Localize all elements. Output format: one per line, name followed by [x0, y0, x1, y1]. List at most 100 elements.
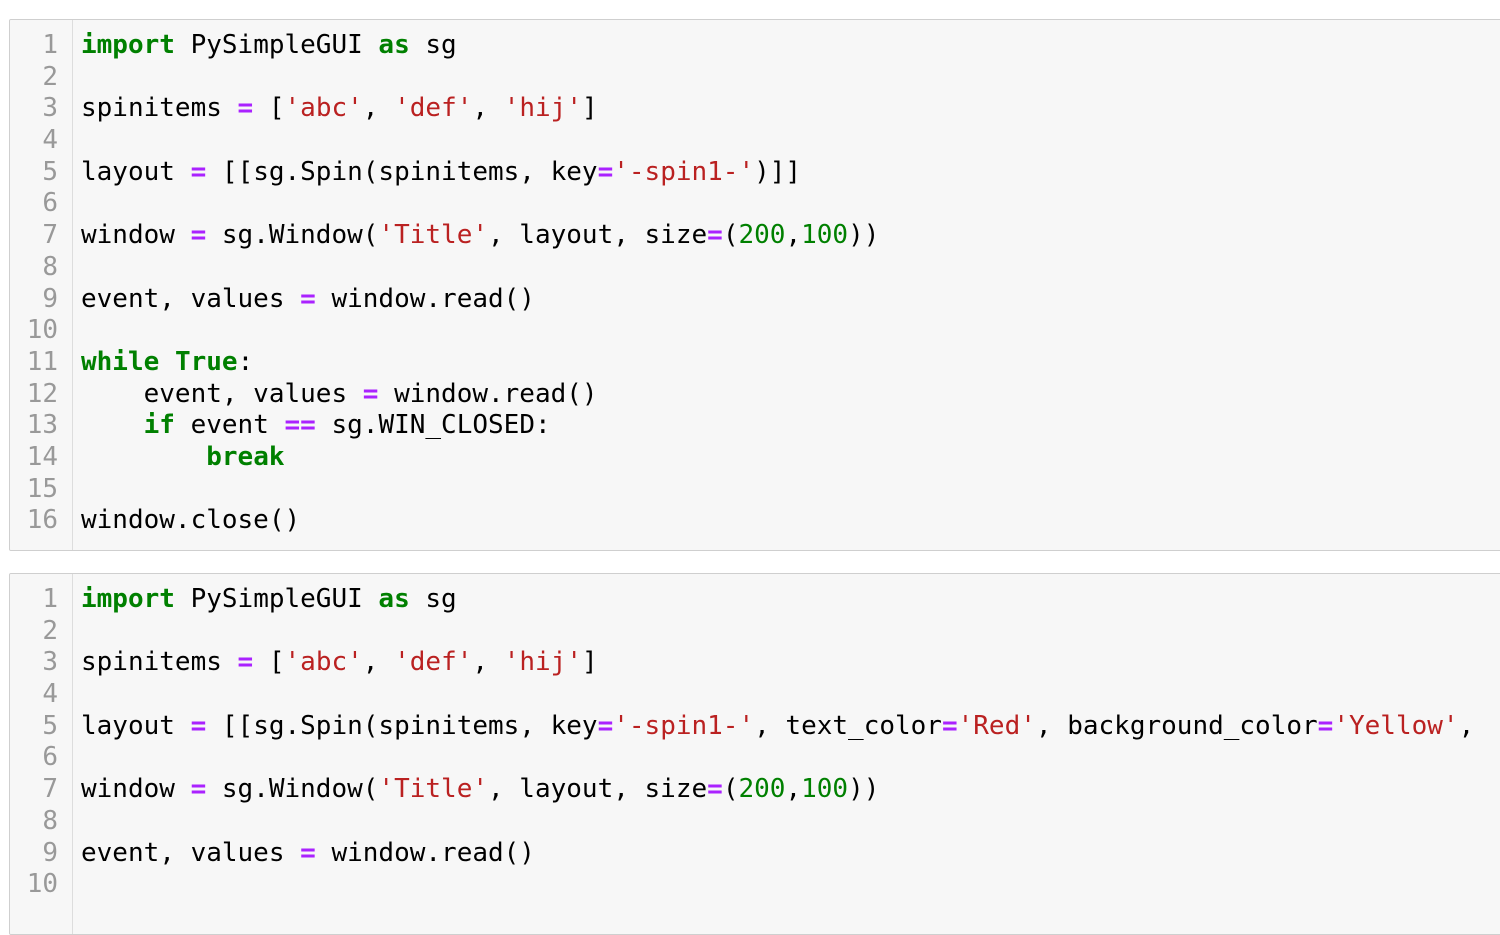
code-line[interactable]: 2	[10, 616, 1500, 648]
code-text[interactable]: event, values = window.read()	[81, 838, 535, 870]
keyword-token: import	[81, 30, 175, 60]
code-text[interactable]: import PySimpleGUI as sg	[81, 584, 457, 616]
code-token: ,	[1458, 710, 1490, 741]
code-text[interactable]: break	[81, 441, 285, 474]
code-text[interactable]: layout = [[sg.Spin(spinitems, key='-spin…	[81, 711, 1490, 743]
code-token: window	[81, 220, 191, 251]
code-token: , layout, size	[488, 774, 708, 805]
operator-token: =	[597, 156, 614, 187]
code-token	[81, 410, 144, 440]
string-token: 'Yellow'	[1333, 710, 1459, 741]
line-number: 14	[26, 441, 58, 472]
code-token: ,	[785, 774, 802, 805]
number-token: 200	[738, 220, 786, 251]
code-token	[159, 347, 175, 377]
string-token: 'Red'	[957, 710, 1036, 741]
code-line[interactable]: 8	[10, 806, 1500, 838]
number-token: 100	[801, 774, 849, 805]
code-line[interactable]: 8	[10, 252, 1500, 284]
code-token: sg.Window(	[206, 220, 379, 251]
code-token: spinitems	[81, 647, 238, 678]
code-text[interactable]: while True:	[81, 347, 253, 379]
code-token	[81, 442, 206, 472]
line-number: 3	[42, 93, 58, 124]
line-number: 6	[42, 742, 58, 773]
code-line[interactable]: 6	[10, 188, 1500, 220]
code-token: window	[81, 774, 191, 805]
string-token: 'abc'	[284, 93, 363, 124]
operator-token: ==	[284, 410, 316, 441]
code-text[interactable]: if event == sg.WIN_CLOSED:	[81, 410, 551, 442]
code-line[interactable]: 4	[10, 679, 1500, 711]
code-line[interactable]: 9 event, values = window.read()	[10, 284, 1500, 316]
string-token: '-spin1-'	[613, 710, 755, 741]
code-text[interactable]: layout = [[sg.Spin(spinitems, key='-spin…	[81, 157, 801, 189]
code-text[interactable]: spinitems = ['abc', 'def', 'hij']	[81, 93, 598, 125]
code-token: window.read()	[378, 378, 598, 409]
operator-token: =	[362, 378, 379, 409]
line-number: 9	[42, 283, 58, 314]
line-number: 5	[42, 156, 58, 187]
code-token: layout	[81, 156, 191, 187]
code-token: sg.WIN_CLOSED:	[315, 410, 551, 441]
line-number: 5	[42, 710, 58, 741]
code-token: [	[253, 647, 285, 678]
operator-token: =	[707, 220, 723, 251]
code-text[interactable]: window = sg.Window('Title', layout, size…	[81, 220, 879, 252]
code-text[interactable]: event, values = window.read()	[81, 284, 535, 316]
code-line[interactable]: 5 layout = [[sg.Spin(spinitems, key='-spi…	[10, 157, 1500, 189]
keyword-token: break	[206, 441, 285, 472]
operator-token: =	[190, 220, 207, 251]
code-line[interactable]: 13 if event == sg.WIN_CLOSED:	[10, 410, 1500, 442]
code-line[interactable]: 10	[10, 869, 1500, 901]
code-token: PySimpleGUI	[174, 30, 379, 60]
code-token: (	[722, 220, 739, 251]
code-line[interactable]: 2	[10, 62, 1500, 94]
code-line[interactable]: 3 spinitems = ['abc', 'def', 'hij']	[10, 93, 1500, 125]
code-token: :	[237, 346, 254, 377]
code-text[interactable]: spinitems = ['abc', 'def', 'hij']	[81, 647, 598, 679]
string-token: 'abc'	[284, 647, 363, 678]
code-line[interactable]: 12 event, values = window.read()	[10, 379, 1500, 411]
code-text[interactable]: import PySimpleGUI as sg	[81, 30, 457, 62]
code-line[interactable]: 11 while True:	[10, 347, 1500, 379]
code-text[interactable]: event, values = window.read()	[81, 379, 598, 411]
code-line[interactable]: 4	[10, 125, 1500, 157]
code-line[interactable]: 15	[10, 474, 1500, 506]
code-token: ]	[581, 93, 598, 124]
operator-token: =	[1317, 710, 1334, 741]
code-token: event	[174, 410, 285, 441]
code-line[interactable]: 10	[10, 315, 1500, 347]
line-number: 11	[26, 346, 58, 377]
line-number: 2	[42, 61, 58, 92]
code-line[interactable]: 14 break	[10, 442, 1500, 474]
code-line[interactable]: 6	[10, 742, 1500, 774]
keyword-token: as	[378, 584, 410, 614]
code-text[interactable]: window = sg.Window('Title', layout, size…	[81, 774, 879, 806]
line-number: 2	[42, 615, 58, 646]
code-token: ))	[848, 220, 880, 251]
code-text[interactable]: window.close()	[81, 505, 300, 537]
code-token: event, values	[81, 378, 363, 409]
line-number-gutter	[10, 574, 73, 934]
operator-token: =	[941, 710, 958, 741]
string-token: 'Title'	[378, 774, 488, 805]
operator-token: =	[597, 710, 614, 741]
code-token: [[sg.Spin(spinitems, key	[206, 710, 598, 741]
line-number: 12	[26, 378, 58, 409]
line-number: 8	[42, 805, 58, 836]
code-line[interactable]: 5 layout = [[sg.Spin(spinitems, key='-spi…	[10, 711, 1500, 743]
code-token: [	[253, 93, 285, 124]
code-token: spinitems	[81, 93, 238, 124]
